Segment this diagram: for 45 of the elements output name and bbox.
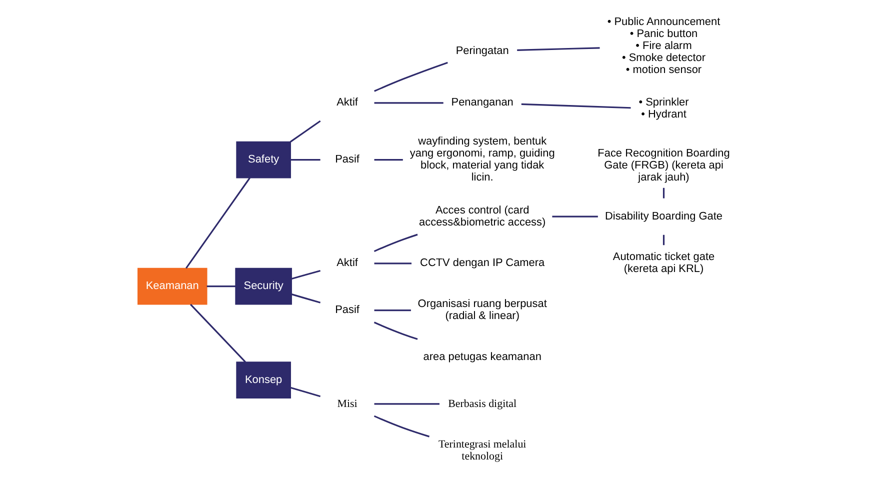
connector [374,262,412,264]
node-text: Disability Boarding Gate [604,210,723,222]
node-text: Penanganan [451,96,514,109]
connector [206,286,236,288]
node-box: Keamanan [137,268,208,305]
connector [374,309,411,312]
connector [374,403,440,405]
connector [290,158,320,161]
node-text: Face Recognition Boarding Gate (FRGB) (kereta api jarak jauh) [598,148,730,184]
connector [517,47,600,51]
connector [374,322,418,340]
node-text: Automatic ticket gate (kereta api KRL) [612,251,715,276]
node-text: Terintegrasi melalui teknologi [438,438,526,463]
connector [374,158,403,161]
connector [292,294,321,304]
connector [290,386,321,398]
connector [374,62,448,92]
node-text: • Sprinkler • Hydrant [638,96,689,121]
connector [521,103,631,109]
node-text: area petugas keamanan [423,350,542,363]
node-text: wayfinding system, bentuk yang ergonomi, ramp, guiding block, material yang tidak licin. [410,136,555,184]
connector [374,415,430,438]
node-text: Pasif [335,304,360,316]
connector [190,304,246,363]
node-text: • Public Announcement • Panic button • Fire alarm • Smoke detector • motion sensor [607,16,720,76]
connector [552,216,598,218]
connector [374,102,444,104]
node-text: Organisasi ruang berpusat (radial & linear) [418,298,547,322]
connector [186,177,250,269]
connector [662,188,665,198]
node-text: Acces control (card access&biometric access) [419,204,546,228]
node-text: Aktif [336,96,358,109]
node-text: Aktif [336,257,358,270]
node-text: Misi [337,398,358,410]
connector [290,120,321,142]
node-box: Konsep [236,362,291,398]
node-box: Security [235,268,292,305]
node-text: Pasif [335,154,360,166]
node-text: Berbasis digital [448,398,517,410]
node-text: Peringatan [456,44,509,57]
node-box: Safety [236,141,291,178]
connector [374,234,418,252]
node-text: CCTV dengan IP Camera [420,257,545,270]
connector [662,234,665,246]
connector [292,270,321,280]
